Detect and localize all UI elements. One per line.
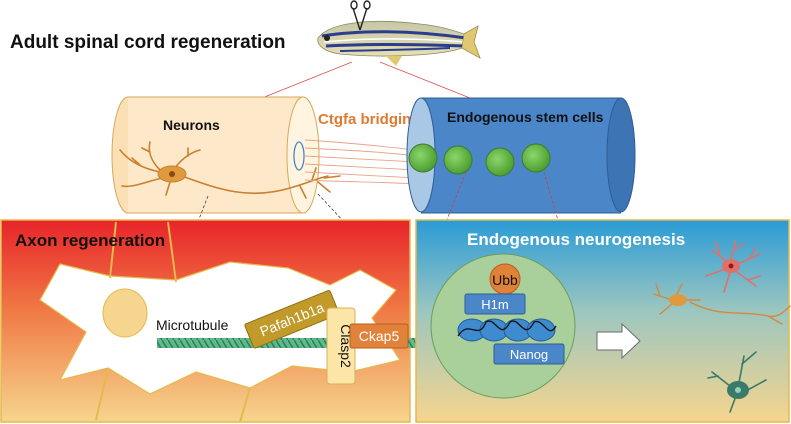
connector-line: [261, 61, 353, 99]
neuron-soma: [669, 294, 687, 306]
factor-label: Ubb: [492, 272, 518, 288]
stem-cell: [408, 143, 438, 173]
stem-cell: [443, 145, 473, 175]
page-title: Adult spinal cord regeneration: [10, 32, 286, 53]
factor-label: Nanog: [510, 347, 548, 362]
protein-label: Ckap5: [359, 328, 400, 344]
bridging-label: Ctgfa bridging: [318, 111, 420, 128]
scissors-icon: [350, 0, 371, 31]
neuron-nucleus: [728, 263, 734, 269]
neuron-nucleus: [169, 171, 175, 177]
protein-ckap5: Ckap5: [349, 323, 409, 349]
factor-h1m: [464, 293, 526, 315]
factor-label: H1m: [481, 297, 508, 312]
axon-regeneration-title: Axon regeneration: [15, 231, 165, 250]
microtubule-label: Microtubule: [156, 317, 229, 333]
connector-line: [379, 61, 471, 99]
microtubule: [157, 338, 419, 348]
neuron-cylinder: [111, 96, 320, 214]
neurons-label: Neurons: [163, 117, 220, 133]
stem-cells-label: Endogenous stem cells: [447, 109, 604, 125]
axon-regeneration-panel: [0, 219, 411, 423]
neuron-icon: [653, 283, 791, 325]
factor-nanog: [493, 343, 565, 365]
arrow-right-icon: [596, 322, 641, 360]
neuron-icon: [119, 141, 341, 199]
zoom-line: [543, 171, 571, 263]
bridging-fibers: [304, 139, 417, 185]
neurogenesis-title: Endogenous neurogenesis: [467, 230, 685, 249]
zebrafish-icon: [317, 20, 481, 66]
stem-cell: [485, 147, 515, 177]
neuron-nucleus: [735, 387, 741, 393]
nucleosome-chain: [457, 318, 557, 342]
stem-cell: [521, 143, 551, 173]
